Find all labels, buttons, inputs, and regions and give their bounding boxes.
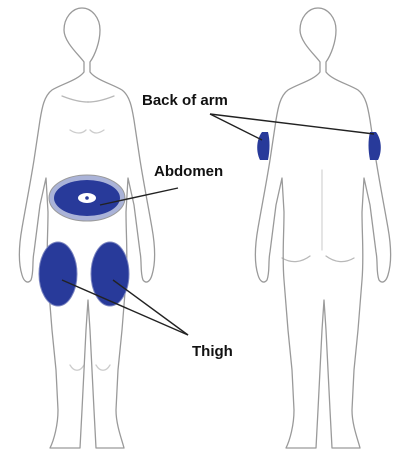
front-body-figure (19, 8, 154, 448)
right-thigh-site (91, 242, 129, 306)
thigh-label: Thigh (192, 343, 233, 360)
back-body-figure (255, 8, 390, 448)
arm-leader-left (210, 114, 262, 140)
abdomen-site (49, 175, 125, 221)
back-of-arm-label: Back of arm (142, 92, 228, 109)
abdomen-label: Abdomen (154, 163, 223, 180)
left-back-arm-site (257, 132, 269, 160)
arm-leader-right (210, 114, 374, 134)
right-back-arm-site (369, 132, 381, 160)
left-thigh-site (39, 242, 77, 306)
